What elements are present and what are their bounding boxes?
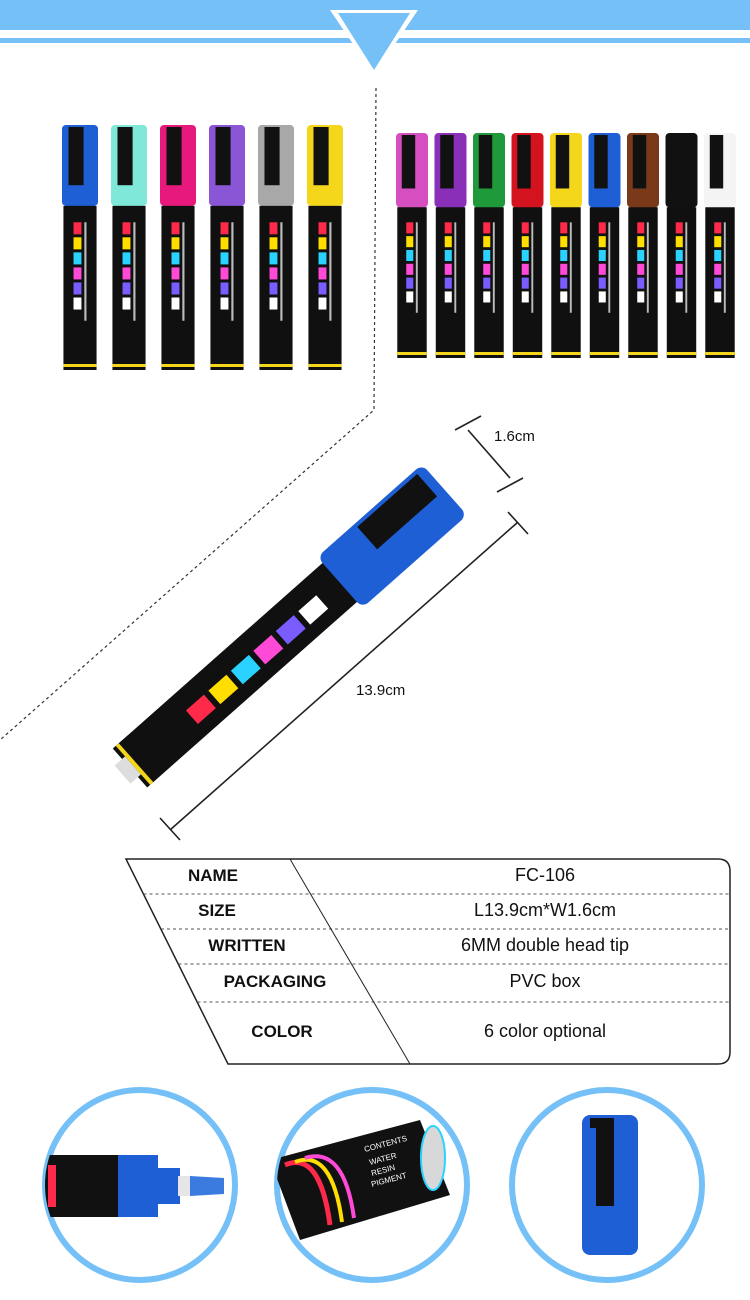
marker-large-view — [112, 467, 464, 788]
detail-circle-body: CONTENTS WATER RESIN PIGMENT — [274, 1087, 470, 1283]
marker-item — [473, 133, 505, 358]
dimension-lines — [159, 415, 529, 841]
spec-value: PVC box — [509, 971, 581, 991]
marker-item — [588, 133, 621, 358]
marker-item — [258, 125, 294, 370]
marker-item — [627, 133, 659, 358]
marker-item — [62, 125, 98, 370]
marker-item — [550, 133, 582, 358]
marker-item — [209, 125, 245, 370]
spec-label: COLOR — [251, 1022, 313, 1041]
detail-circle-cap — [509, 1087, 705, 1283]
top-banner — [0, 0, 750, 75]
spec-label: SIZE — [198, 900, 236, 920]
dashed-divider — [0, 87, 377, 741]
marker-item — [704, 133, 736, 358]
spec-table — [124, 858, 731, 1065]
spec-value: FC-106 — [514, 864, 576, 885]
width-dimension-label: 1.6cm — [494, 428, 535, 445]
marker-item — [307, 125, 343, 370]
marker-item — [111, 125, 147, 370]
spec-label: PACKAGING — [223, 972, 327, 991]
spec-value: L13.9cm*W1.6cm — [473, 899, 617, 920]
spec-label: WRITTEN — [208, 935, 286, 955]
length-dimension-label: 13.9cm — [356, 682, 406, 699]
marker-item — [160, 125, 196, 370]
marker-set-nine — [396, 133, 736, 358]
spec-value: 6 color optional — [483, 1021, 607, 1041]
marker-set-six — [62, 125, 343, 370]
marker-item — [665, 133, 698, 358]
marker-item — [434, 133, 467, 358]
marker-large — [112, 467, 464, 788]
spec-label: NAME — [187, 865, 239, 885]
spec-value: 6MM double head tip — [460, 934, 630, 955]
marker-item — [396, 133, 428, 358]
detail-circle-tip — [42, 1087, 238, 1283]
marker-item — [511, 133, 544, 358]
